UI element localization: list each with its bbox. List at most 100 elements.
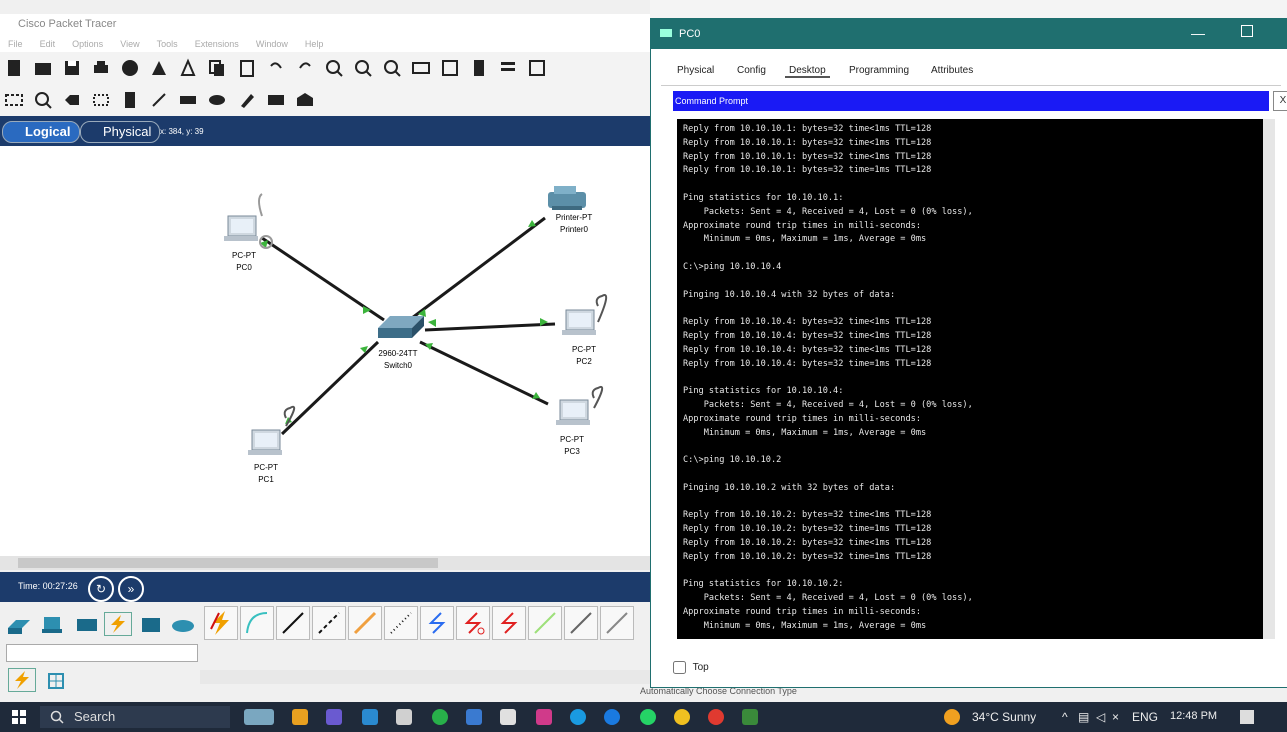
end-devices-icon[interactable] bbox=[40, 614, 66, 636]
windows-start-icon[interactable] bbox=[12, 710, 26, 724]
console-cable-icon[interactable] bbox=[240, 606, 274, 640]
paste-icon[interactable] bbox=[237, 58, 257, 78]
phone-cable-icon[interactable] bbox=[384, 606, 418, 640]
drawing-palette-icon[interactable] bbox=[411, 58, 431, 78]
auto-cable-icon[interactable] bbox=[204, 606, 238, 640]
usb-cable-icon[interactable] bbox=[600, 606, 634, 640]
device-search-field[interactable] bbox=[6, 644, 198, 662]
power-cycle-button[interactable]: ↻ bbox=[88, 576, 114, 602]
cloud-icon[interactable] bbox=[170, 614, 196, 636]
whatsapp-icon[interactable] bbox=[640, 709, 656, 725]
redo-icon[interactable] bbox=[295, 58, 315, 78]
menu-help[interactable]: Help bbox=[304, 39, 324, 49]
select-icon[interactable] bbox=[4, 90, 24, 110]
taskbar-search[interactable]: Search bbox=[40, 706, 230, 728]
serial-dce-cable-icon[interactable] bbox=[456, 606, 490, 640]
chrome-icon[interactable] bbox=[708, 709, 724, 725]
tab-desktop[interactable]: Desktop bbox=[785, 65, 830, 78]
menu-window[interactable]: Window bbox=[255, 39, 288, 49]
physical-mode-tab[interactable]: Physical bbox=[80, 121, 161, 143]
logical-mode-tab[interactable]: Logical bbox=[2, 121, 80, 143]
print-icon[interactable] bbox=[91, 58, 111, 78]
freeform-icon[interactable] bbox=[237, 90, 257, 110]
menu-options[interactable]: Options bbox=[72, 39, 104, 49]
packet-tracer-taskbar-icon[interactable] bbox=[742, 709, 758, 725]
volume-icon[interactable]: ◁ bbox=[1096, 710, 1106, 724]
network-devices-icon[interactable] bbox=[6, 614, 32, 636]
misc-icon[interactable] bbox=[138, 614, 164, 636]
cable-scrollbar[interactable] bbox=[200, 670, 650, 684]
taskbar-app-icon[interactable] bbox=[432, 709, 448, 725]
logical-workspace[interactable]: PC-PT PC0 Printer-PT Printer0 2960-24TT … bbox=[0, 146, 650, 556]
weather-icon[interactable] bbox=[944, 709, 960, 725]
iot-cable-icon[interactable] bbox=[564, 606, 598, 640]
network-info-icon[interactable] bbox=[178, 58, 198, 78]
draw-rectangle-icon[interactable] bbox=[178, 90, 198, 110]
fiber-cable-icon[interactable] bbox=[348, 606, 382, 640]
menu-file[interactable]: File bbox=[8, 39, 23, 49]
taskbar-app-icon[interactable] bbox=[292, 709, 308, 725]
straight-through-cable-icon[interactable] bbox=[276, 606, 310, 640]
draw-line-icon[interactable] bbox=[149, 90, 169, 110]
language-indicator[interactable]: ENG bbox=[1132, 710, 1159, 724]
taskbar-app-icon[interactable] bbox=[326, 709, 342, 725]
terminal-output[interactable]: Reply from 10.10.10.1: bytes=32 time<1ms… bbox=[677, 119, 1267, 639]
new-file-icon[interactable] bbox=[4, 58, 24, 78]
components-icon[interactable] bbox=[74, 614, 100, 636]
taskbar-app-icon[interactable] bbox=[466, 709, 482, 725]
octal-cable-icon[interactable] bbox=[528, 606, 562, 640]
settings-icon[interactable] bbox=[500, 709, 516, 725]
tab-programming[interactable]: Programming bbox=[849, 65, 910, 76]
network-icon[interactable]: ▤ bbox=[1078, 710, 1090, 724]
activity-wizard-icon[interactable] bbox=[149, 58, 169, 78]
open-folder-icon[interactable] bbox=[33, 58, 53, 78]
undo-icon[interactable] bbox=[266, 58, 286, 78]
save-icon[interactable] bbox=[62, 58, 82, 78]
image-icon[interactable] bbox=[527, 58, 547, 78]
notification-icon[interactable] bbox=[1240, 710, 1254, 724]
workspace-hscrollbar[interactable] bbox=[0, 556, 650, 570]
close-button[interactable]: X bbox=[1273, 91, 1287, 111]
top-checkbox[interactable]: Top bbox=[673, 661, 709, 674]
menu-edit[interactable]: Edit bbox=[39, 39, 56, 49]
cortana-icon[interactable] bbox=[244, 709, 274, 725]
connections-icon[interactable] bbox=[104, 612, 132, 636]
taskbar-app-icon[interactable] bbox=[396, 709, 412, 725]
pc0-titlebar[interactable]: PC0 — bbox=[651, 19, 1287, 49]
weather-text[interactable]: 34°C Sunny bbox=[972, 710, 1037, 724]
draw-ellipse-icon[interactable] bbox=[207, 90, 227, 110]
serial-dte-cable-icon[interactable] bbox=[492, 606, 526, 640]
scroll-thumb[interactable] bbox=[18, 558, 438, 568]
taskbar-app-icon[interactable] bbox=[362, 709, 378, 725]
zoom-out-icon[interactable] bbox=[382, 58, 402, 78]
list-icon[interactable] bbox=[498, 58, 518, 78]
zoom-reset-icon[interactable] bbox=[353, 58, 373, 78]
zoom-in-icon[interactable] bbox=[324, 58, 344, 78]
taskbar-app-icon[interactable] bbox=[674, 709, 690, 725]
info-icon[interactable] bbox=[120, 58, 140, 78]
minimize-icon[interactable]: — bbox=[1191, 25, 1205, 41]
mute-icon[interactable]: × bbox=[1112, 710, 1120, 724]
complex-pdu-icon[interactable] bbox=[295, 90, 315, 110]
edge-icon[interactable] bbox=[570, 709, 586, 725]
inspect-icon[interactable] bbox=[33, 90, 53, 110]
coaxial-cable-icon[interactable] bbox=[420, 606, 454, 640]
delete-icon[interactable] bbox=[62, 90, 82, 110]
tab-physical[interactable]: Physical bbox=[677, 65, 715, 76]
menu-extensions[interactable]: Extensions bbox=[194, 39, 239, 49]
custom-device-icon[interactable] bbox=[440, 58, 460, 78]
note-icon[interactable] bbox=[469, 58, 489, 78]
crossover-cable-icon[interactable] bbox=[312, 606, 346, 640]
terminal-scrollbar[interactable] bbox=[1263, 119, 1275, 639]
simple-pdu-icon[interactable] bbox=[266, 90, 286, 110]
grid-icon[interactable] bbox=[44, 670, 70, 692]
resize-icon[interactable] bbox=[91, 90, 111, 110]
taskbar-app-icon[interactable] bbox=[536, 709, 552, 725]
menu-view[interactable]: View bbox=[120, 39, 140, 49]
clock[interactable]: 12:48 PM bbox=[1170, 710, 1218, 722]
tab-config[interactable]: Config bbox=[737, 65, 766, 76]
tab-attributes[interactable]: Attributes bbox=[931, 65, 974, 76]
selected-connections-icon[interactable] bbox=[8, 668, 36, 692]
maximize-icon[interactable] bbox=[1241, 25, 1253, 37]
fast-forward-button[interactable]: » bbox=[118, 576, 144, 602]
